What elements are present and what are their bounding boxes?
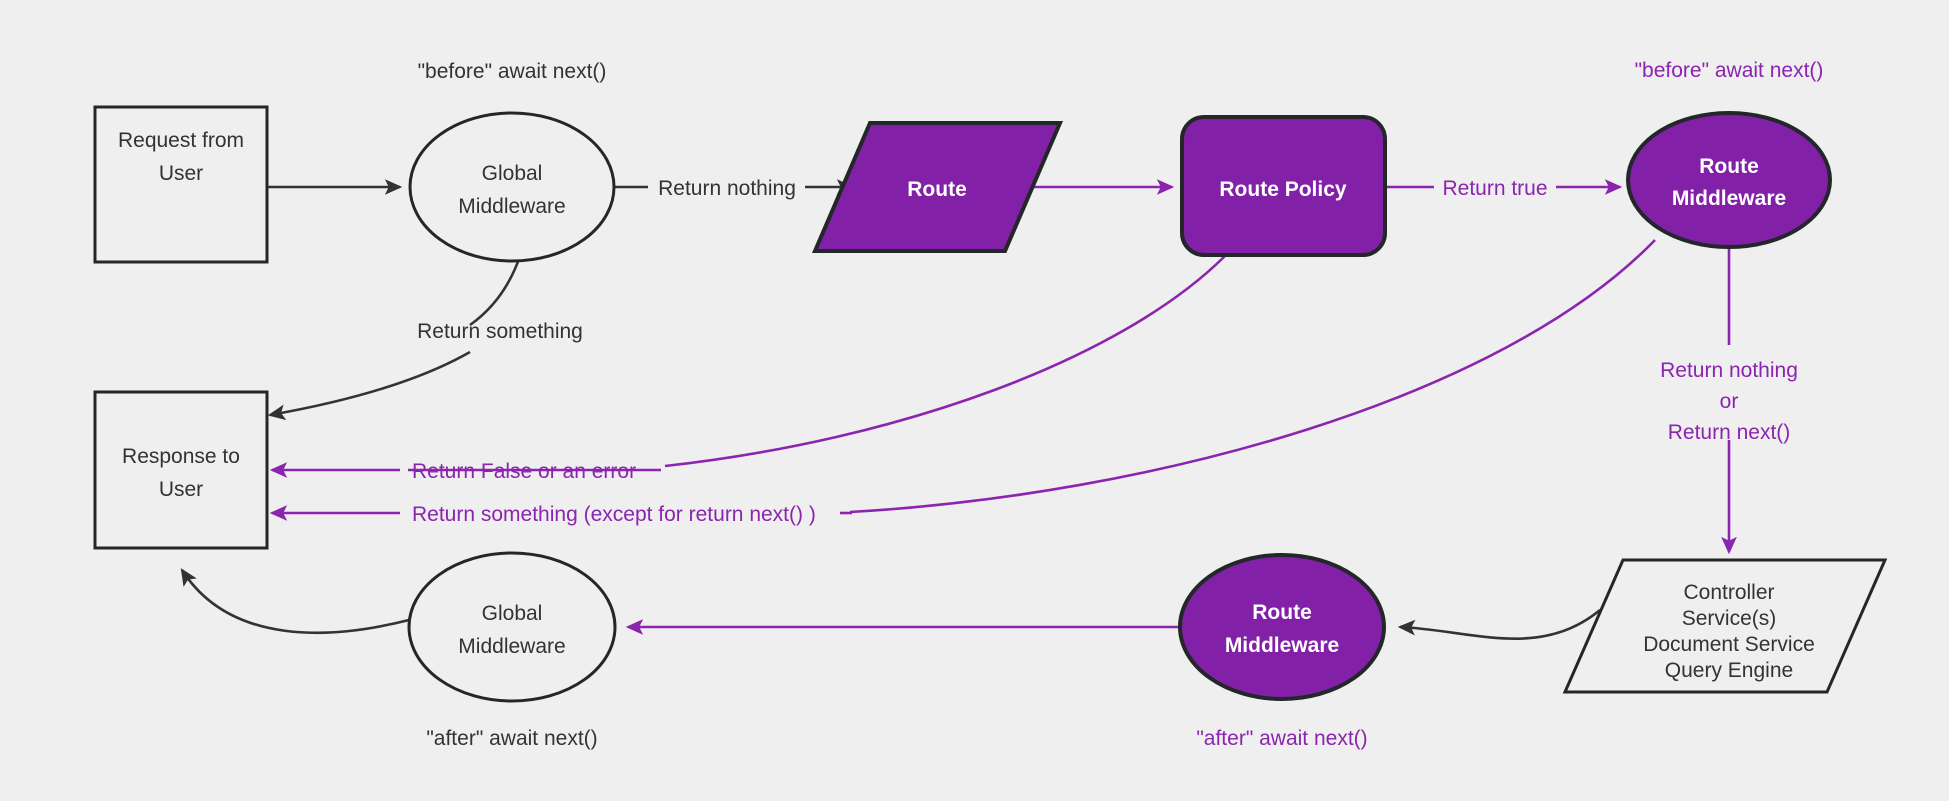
annotation-after-await-next-global: "after" await next(): [426, 727, 597, 750]
node-route-policy[interactable]: [1180, 115, 1387, 257]
edge-label-return-nothing-or-next-line1: Return nothing: [1660, 359, 1798, 382]
edge-label-return-something-top: Return something: [417, 320, 583, 343]
node-route[interactable]: [811, 121, 1064, 253]
edge-route-middleware-return-something-curve: [849, 239, 1656, 514]
edge-label-return-nothing-or-next-line3: Return next(): [1668, 421, 1791, 444]
node-global-middleware-top[interactable]: [408, 111, 616, 263]
edge-label-return-true: Return true: [1442, 177, 1547, 200]
annotation-after-await-next-route: "after" await next(): [1196, 727, 1367, 750]
node-global-middleware-bottom[interactable]: [407, 551, 617, 703]
edge-controller-to-route-middleware-bottom: [1397, 609, 1601, 640]
edge-return-something-upper-stub: [469, 255, 522, 327]
edge-route-policy-return-false-curve: [664, 255, 1226, 468]
annotation-before-await-next-global: "before" await next(): [418, 60, 607, 83]
node-route-middleware-bottom[interactable]: [1178, 553, 1386, 701]
node-controller-services[interactable]: [1562, 558, 1888, 694]
edge-label-return-false-or-error: Return False or an error: [412, 460, 636, 483]
annotation-before-await-next-route: "before" await next(): [1635, 59, 1824, 82]
edge-label-return-nothing-top: Return nothing: [658, 177, 796, 200]
edge-global-middleware-to-response: [267, 350, 471, 421]
node-request-from-user[interactable]: [93, 105, 269, 264]
node-response-to-user[interactable]: [93, 390, 269, 550]
node-route-middleware-top[interactable]: [1626, 111, 1832, 249]
edge-label-return-something-except: Return something (except for return next…: [412, 503, 816, 526]
edge-label-return-nothing-or-next-line2: or: [1720, 390, 1739, 413]
edge-global-middleware-bottom-to-response: [180, 568, 410, 635]
